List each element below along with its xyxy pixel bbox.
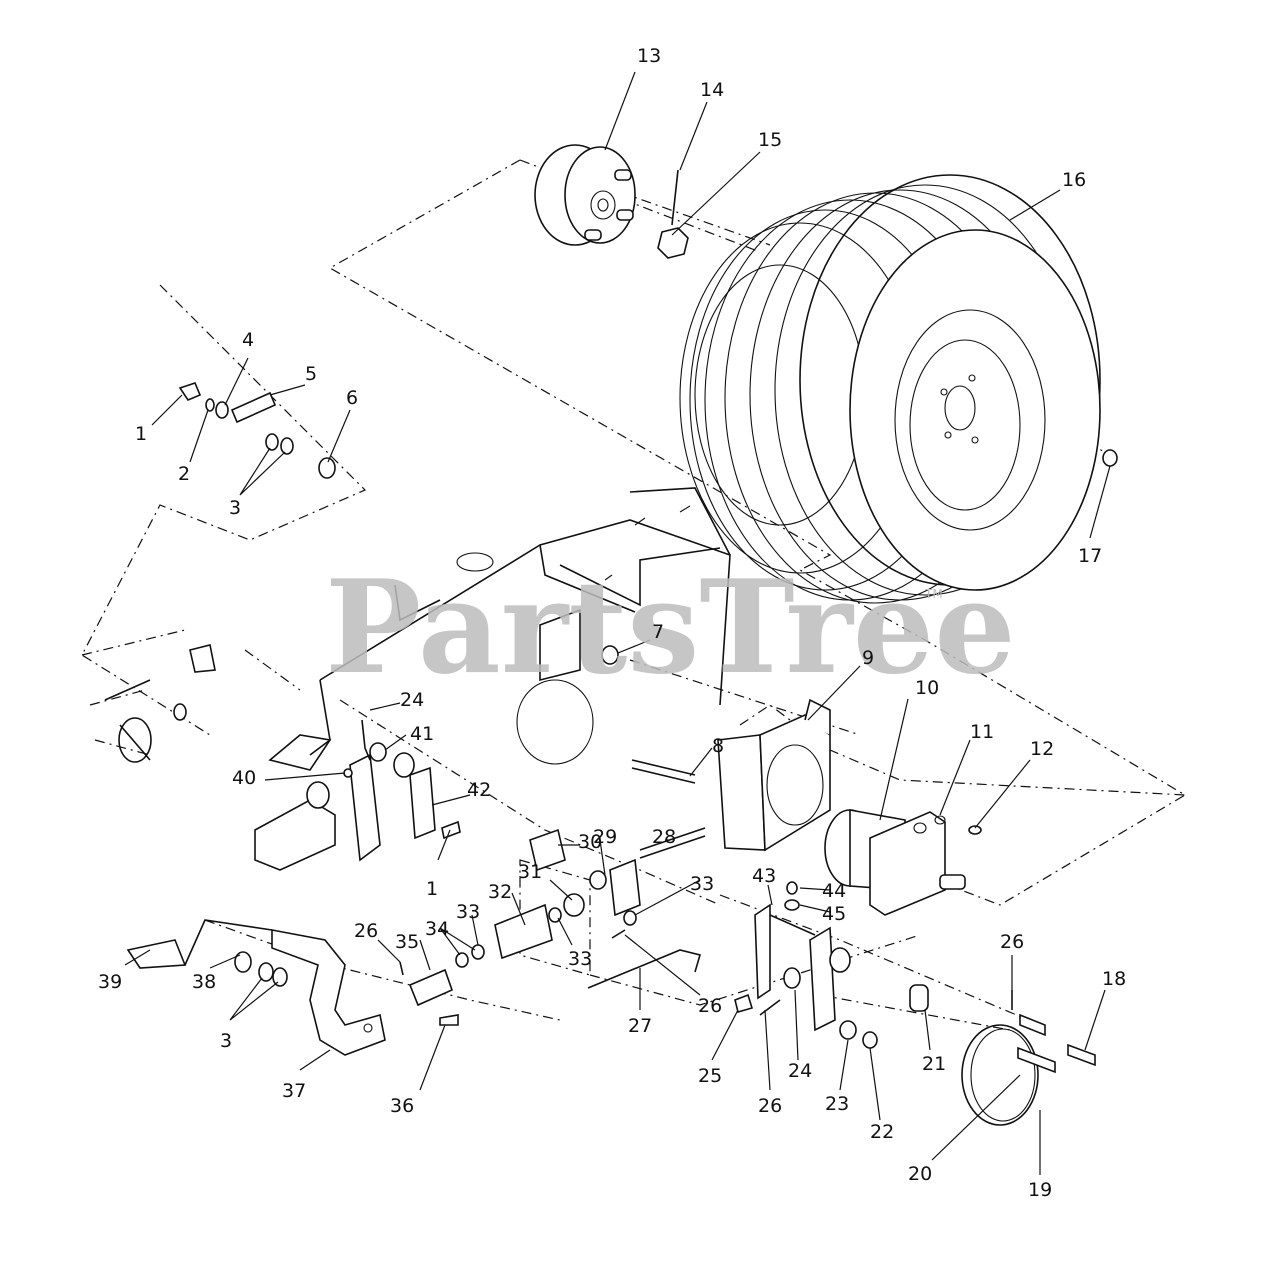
- motor-bracket: [717, 698, 902, 852]
- callout-24: 24: [400, 689, 424, 711]
- callout-20: 20: [908, 1163, 932, 1185]
- tire: [679, 174, 1101, 604]
- hydraulic-motor: [824, 809, 982, 916]
- callout-24b: 24: [788, 1060, 812, 1082]
- callout-22: 22: [870, 1121, 894, 1143]
- watermark-tm: TM: [924, 587, 943, 601]
- callout-7: 7: [652, 621, 664, 643]
- callout-33b: 33: [568, 948, 592, 970]
- callout-44: 44: [822, 880, 846, 902]
- callout-26d: 26: [758, 1095, 782, 1117]
- callout-33a: 33: [690, 873, 714, 895]
- callout-27: 27: [628, 1015, 652, 1037]
- callout-43: 43: [752, 865, 776, 887]
- callout-19: 19: [1028, 1179, 1052, 1201]
- lug-nut: [1102, 449, 1118, 467]
- callout-8: 8: [712, 735, 724, 757]
- callout-30: 30: [578, 831, 602, 853]
- callout-6: 6: [346, 387, 358, 409]
- middle-linkage: [306, 719, 706, 1026]
- callout-41: 41: [410, 723, 434, 745]
- callout-34: 34: [425, 918, 449, 940]
- callout-26a: 26: [354, 920, 378, 942]
- callout-37: 37: [282, 1080, 306, 1102]
- callout-9: 9: [862, 647, 874, 669]
- callout-26b: 26: [1000, 931, 1024, 953]
- callout-40: 40: [232, 767, 256, 789]
- leader-lines: [124, 71, 1111, 1175]
- callout-18: 18: [1102, 968, 1126, 990]
- callout-38: 38: [192, 971, 216, 993]
- callout-33c: 33: [456, 901, 480, 923]
- callout-1: 1: [135, 423, 147, 445]
- nut-7: [601, 645, 619, 665]
- callout-23: 23: [825, 1093, 849, 1115]
- callout-39: 39: [98, 971, 122, 993]
- brake-band: [961, 990, 1096, 1126]
- callout-35: 35: [395, 931, 419, 953]
- callout-29: 29: [593, 826, 617, 848]
- callout-11: 11: [970, 721, 994, 743]
- callout-42: 42: [467, 779, 491, 801]
- callout-28: 28: [652, 826, 676, 848]
- watermark-text: PartsTree: [325, 553, 1016, 703]
- callout-45: 45: [822, 903, 846, 925]
- callout-labels: 13 14 15 16 4 5 1 6 2 3 17 7 9 10 11 12 …: [98, 45, 1126, 1201]
- callout-15: 15: [758, 129, 782, 151]
- callout-31: 31: [518, 861, 542, 883]
- upper-left-hardware: [178, 382, 336, 479]
- callout-5: 5: [305, 363, 317, 385]
- callout-1b: 1: [426, 878, 438, 900]
- callout-12: 12: [1030, 738, 1054, 760]
- right-linkage: [734, 881, 929, 1049]
- callout-26c: 26: [698, 995, 722, 1017]
- callout-2: 2: [178, 463, 190, 485]
- callout-36: 36: [390, 1095, 414, 1117]
- callout-3b: 3: [220, 1030, 232, 1052]
- callout-4: 4: [242, 329, 254, 351]
- callout-3: 3: [229, 497, 241, 519]
- callout-14: 14: [700, 79, 724, 101]
- bolt-8: [631, 759, 696, 784]
- callout-17: 17: [1078, 545, 1102, 567]
- callout-21: 21: [922, 1053, 946, 1075]
- cotter-pin-and-nut: [657, 169, 689, 259]
- callout-10: 10: [915, 677, 939, 699]
- callout-25: 25: [698, 1065, 722, 1087]
- callout-32: 32: [488, 881, 512, 903]
- callout-13: 13: [637, 45, 661, 67]
- callout-16: 16: [1062, 169, 1086, 191]
- wheel-hub: [534, 144, 636, 246]
- left-engine-mount: [104, 679, 187, 763]
- brake-pedal: [126, 919, 386, 1056]
